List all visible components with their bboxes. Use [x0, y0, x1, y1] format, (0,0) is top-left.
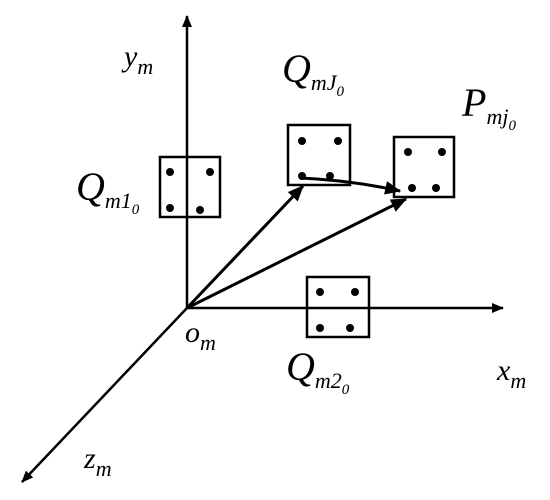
label-Q2: Qm20 [286, 344, 350, 398]
x-axis-label: xm [496, 354, 526, 393]
y-axis-label: ym [121, 40, 153, 79]
z-axis-label: zm [83, 442, 112, 481]
label-QJ: QmJ0 [282, 46, 345, 100]
marker-box-Q1 [158, 155, 222, 219]
vector-to-QJ [185, 184, 305, 310]
label-Q1: Qm10 [76, 164, 140, 218]
vector-to-P [186, 197, 408, 310]
label-P: Pmj0 [461, 80, 516, 134]
marker-box-QJ [286, 123, 352, 187]
origin-label: om [185, 316, 216, 355]
marker-box-P [392, 135, 456, 199]
z-axis [21, 307, 188, 483]
marker-box-Q2 [305, 275, 371, 339]
